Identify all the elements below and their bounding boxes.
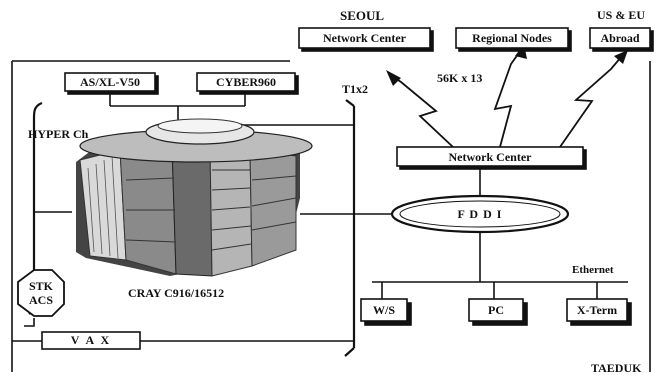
wan-link-seoul	[392, 76, 453, 147]
network-center-label: Network Center	[397, 151, 583, 163]
cyber-label: CYBER960	[197, 76, 295, 88]
xterm-label: X-Term	[567, 304, 627, 316]
cray-label: CRAY C916/16512	[128, 287, 224, 299]
abroad-label: Abroad	[590, 32, 650, 44]
seoul-network-center-label: Network Center	[299, 32, 430, 44]
stk-label: STK	[18, 280, 64, 292]
us-eu-label: US & EU	[597, 9, 645, 21]
wan-link-regional	[495, 50, 521, 147]
link-rate-label: 56K x 13	[437, 72, 482, 84]
vertical-bus-bottom-hook	[345, 348, 354, 356]
stk-link	[24, 318, 34, 326]
ws-label: W/S	[361, 304, 407, 316]
t1-label: T1x2	[342, 83, 368, 95]
wan-link-abroad	[560, 56, 622, 147]
ethernet-label: Ethernet	[572, 265, 614, 276]
regional-nodes-label: Regional Nodes	[456, 32, 568, 44]
vertical-bus-hook	[346, 100, 354, 106]
as-xl-label: AS/XL-V50	[65, 76, 155, 88]
hyper-channel-label: HYPER Ch	[28, 128, 88, 140]
seoul-label: SEOUL	[340, 9, 384, 22]
acs-label: ACS	[18, 294, 64, 306]
vax-label: V A X	[42, 334, 140, 346]
fddi-label: F D D I	[392, 208, 568, 220]
cray-illustration	[76, 119, 312, 276]
pc-label: PC	[469, 304, 523, 316]
taeduk-label: TAEDUK	[591, 362, 641, 374]
arrowhead-seoul	[386, 70, 401, 86]
